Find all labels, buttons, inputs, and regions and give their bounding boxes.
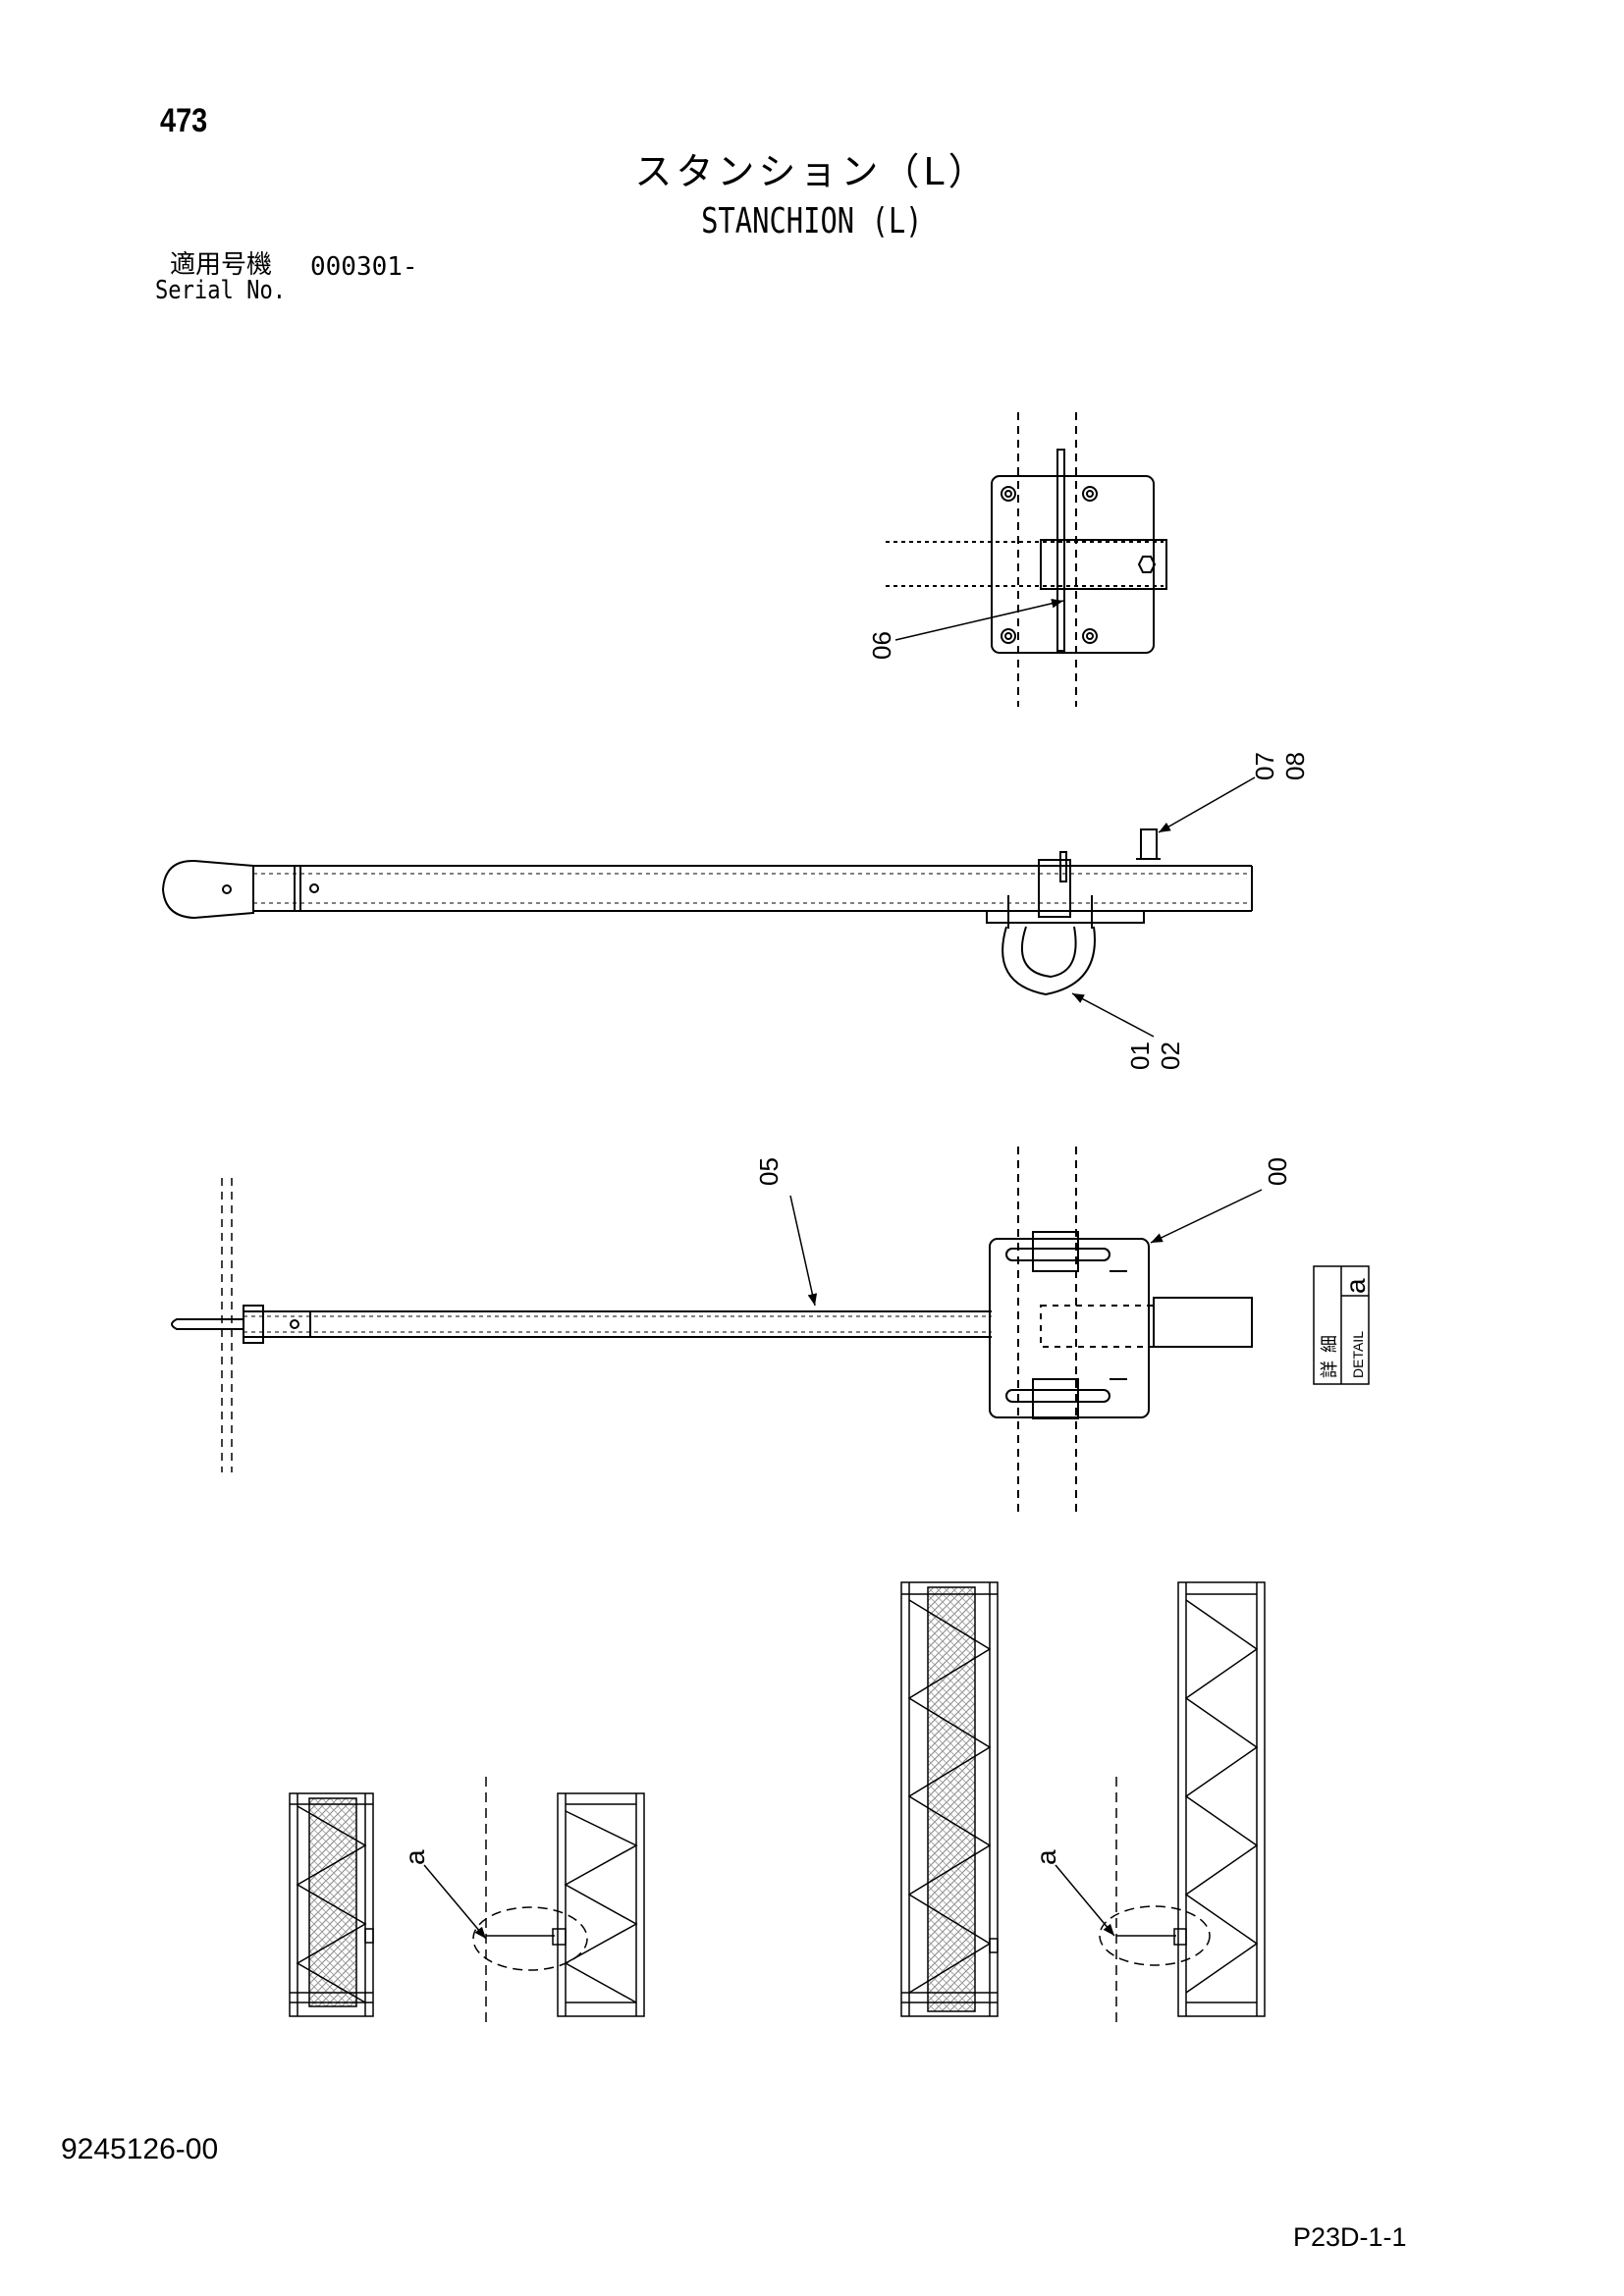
boom-section-side-large	[1055, 1581, 1266, 2027]
boom-section-front-large	[900, 1581, 999, 2017]
callout-06: 06	[867, 631, 896, 660]
callout-05: 05	[754, 1157, 784, 1186]
bracket-top-view	[886, 412, 1167, 707]
serial-label-japanese: 適用号機	[170, 250, 273, 280]
serial-label-english: Serial No.	[155, 276, 287, 305]
detail-japanese-1: 詳	[1320, 1361, 1339, 1378]
detail-letter: a	[1340, 1278, 1371, 1294]
boom-section-front-small	[289, 1792, 374, 2017]
stanchion-side-view	[161, 776, 1256, 1038]
sheet-reference: P23D-1-1	[1293, 2222, 1407, 2252]
title-english: STANCHION (L)	[701, 201, 923, 241]
callout-02: 02	[1156, 1041, 1185, 1070]
drawing-number: 9245126-00	[61, 2133, 219, 2165]
callout-00: 00	[1263, 1157, 1292, 1186]
page-number: 473	[160, 102, 208, 139]
detail-japanese-2: 細	[1320, 1335, 1339, 1353]
boom-section-side-small	[423, 1777, 645, 2027]
serial-number-value: 000301-	[310, 252, 418, 282]
callout-07: 07	[1250, 752, 1279, 780]
callout-08: 08	[1280, 752, 1310, 780]
detail-reference-box	[1313, 1265, 1370, 1385]
title-japanese: スタンション（L）	[634, 150, 990, 193]
view-a-label-left: a	[400, 1849, 430, 1865]
callout-01: 01	[1125, 1041, 1155, 1070]
detail-english: DETAIL	[1350, 1331, 1366, 1378]
view-a-label-right: a	[1031, 1849, 1061, 1865]
stanchion-plan-view	[171, 1147, 1263, 1512]
